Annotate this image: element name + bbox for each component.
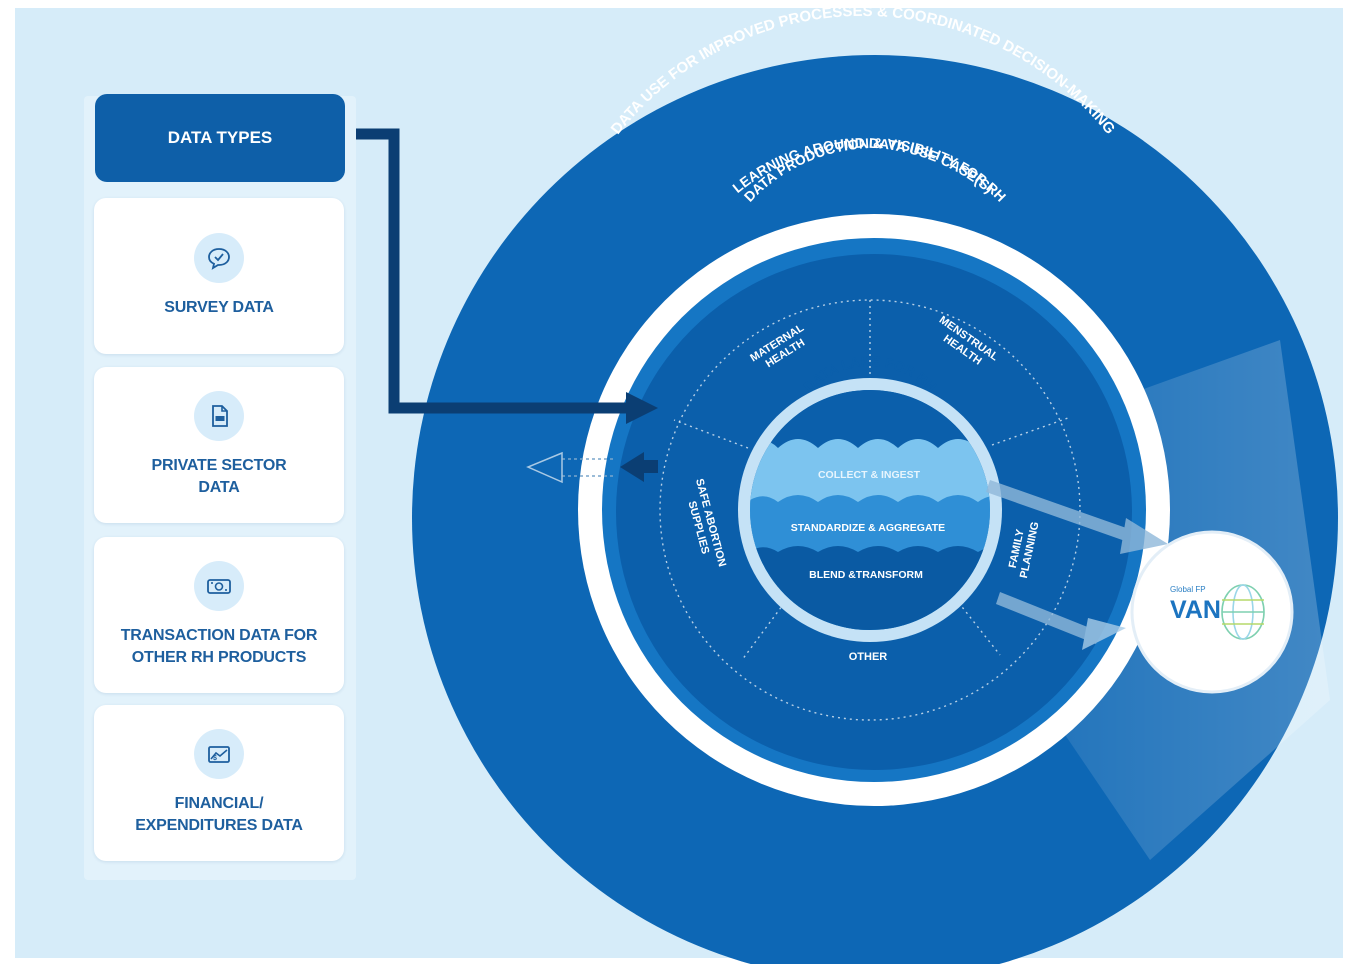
chat-check-icon (194, 233, 244, 283)
segment-dividers (673, 300, 1069, 661)
data-types-connector (345, 128, 658, 424)
return-arrow (526, 451, 658, 484)
data-type-card-financial: $ FINANCIAL/ EXPENDITURES DATA (94, 705, 344, 861)
van-logo-small: Global FP (1170, 585, 1206, 594)
csv-file-icon (194, 391, 244, 441)
segment-boundary (659, 299, 1081, 721)
segment-other-label: OTHER (849, 651, 888, 663)
van-logo: Global FP VAN (1130, 530, 1294, 694)
data-type-label: PRIVATE SECTOR DATA (151, 457, 287, 496)
layer-standardize-label: STANDARDIZE & AGGREGATE (791, 522, 945, 534)
svg-text:$: $ (213, 755, 217, 762)
data-type-label: FINANCIAL/ EXPENDITURES DATA (135, 795, 303, 834)
globe-icon (1221, 584, 1265, 640)
van-arrows (986, 480, 1168, 650)
data-type-card-survey: SURVEY DATA (94, 198, 344, 354)
data-types-header: DATA TYPES (95, 94, 345, 182)
lake-layers (750, 390, 990, 630)
data-type-label: TRANSACTION DATA FOR OTHER RH PRODUCTS (120, 627, 318, 666)
van-logo-big: VAN (1170, 596, 1221, 624)
chart-money-icon: $ (194, 729, 244, 779)
banknote-icon (194, 561, 244, 611)
data-type-card-transaction: TRANSACTION DATA FOR OTHER RH PRODUCTS (94, 537, 344, 693)
data-type-card-private-sector: PRIVATE SECTOR DATA (94, 367, 344, 523)
layer-blend-label: BLEND &TRANSFORM (809, 569, 923, 581)
layer-collect-label: COLLECT & INGEST (818, 469, 921, 481)
data-type-label: SURVEY DATA (164, 299, 274, 316)
